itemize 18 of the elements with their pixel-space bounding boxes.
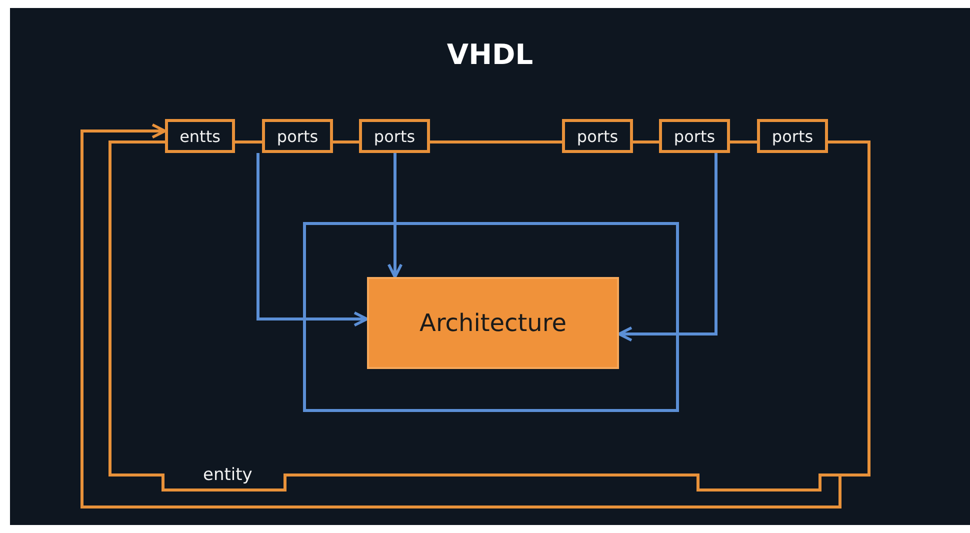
connector-line xyxy=(730,140,757,144)
arrow xyxy=(256,153,368,327)
diagram-title: VHDL xyxy=(446,38,534,71)
port-box: ports xyxy=(562,119,633,153)
architecture-box: Architecture xyxy=(367,277,619,369)
port-box: ports xyxy=(359,119,430,153)
port-box: ports xyxy=(757,119,828,153)
connector-line xyxy=(235,140,262,144)
entity-label: entity xyxy=(203,465,252,485)
port-box: ports xyxy=(659,119,730,153)
connector-line xyxy=(633,140,659,144)
arrow xyxy=(387,153,403,278)
entity-box: entts xyxy=(165,119,235,153)
connector-line xyxy=(430,140,562,144)
arrow xyxy=(618,153,718,342)
connector-line xyxy=(333,140,359,144)
architecture-frame xyxy=(303,222,679,412)
port-box: ports xyxy=(262,119,333,153)
